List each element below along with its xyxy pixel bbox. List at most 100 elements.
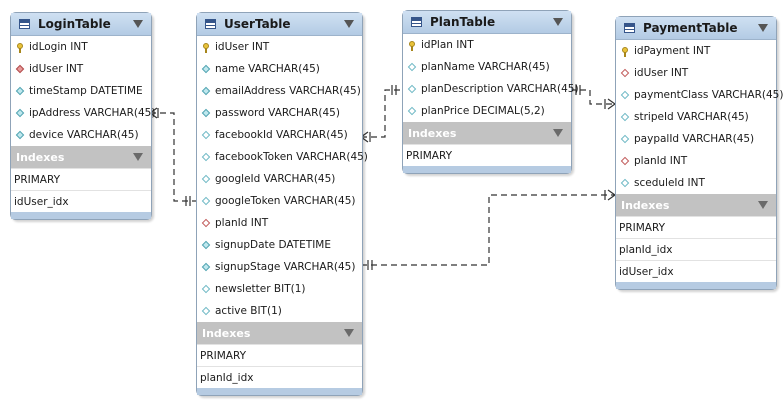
payment-table-header[interactable]: PaymentTable — [616, 17, 776, 40]
many-marker-payment-plan — [604, 98, 616, 110]
table-title: UserTable — [224, 17, 291, 31]
column-diamond-icon — [202, 109, 211, 118]
column-row: idUser INT — [616, 62, 776, 84]
column-row: signupDate DATETIME — [197, 234, 362, 256]
column-diamond-icon — [202, 263, 211, 272]
login-table-header[interactable]: LoginTable — [11, 13, 151, 36]
table-title: PlanTable — [430, 15, 496, 29]
many-marker-payment-user — [604, 189, 616, 201]
nullable-column-icon — [621, 135, 630, 144]
indexes-header[interactable]: Indexes — [11, 146, 151, 168]
column-row: device VARCHAR(45) — [11, 124, 151, 146]
column-label: paypalId VARCHAR(45) — [634, 133, 755, 145]
one-marker-plan-payment — [575, 85, 581, 95]
column-row: password VARCHAR(45) — [197, 102, 362, 124]
column-label: facebookToken VARCHAR(45) — [215, 151, 368, 163]
column-row: idLogin INT — [11, 36, 151, 58]
index-row: PRIMARY — [11, 168, 151, 190]
column-label: newsletter BIT(1) — [215, 283, 306, 295]
user-table-header[interactable]: UserTable — [197, 13, 362, 36]
collapse-arrow-icon[interactable] — [553, 129, 563, 137]
plan-table-header[interactable]: PlanTable — [403, 11, 571, 34]
column-label: timeStamp DATETIME — [29, 85, 143, 97]
column-row: planId INT — [616, 150, 776, 172]
payment-table[interactable]: PaymentTable idPayment INT idUser INT pa… — [615, 16, 783, 290]
column-row: idPayment INT — [616, 40, 776, 62]
column-label: name VARCHAR(45) — [215, 63, 320, 75]
collapse-arrow-icon[interactable] — [758, 201, 768, 209]
column-row: planId INT — [197, 212, 362, 234]
table-footer — [403, 166, 571, 173]
column-row: active BIT(1) — [197, 300, 362, 322]
primary-key-icon — [408, 40, 417, 51]
column-label: password VARCHAR(45) — [215, 107, 340, 119]
column-row: stripeId VARCHAR(45) — [616, 106, 776, 128]
collapse-arrow-icon[interactable] — [344, 329, 354, 337]
column-row: signupStage VARCHAR(45) — [197, 256, 362, 278]
indexes-header[interactable]: Indexes — [616, 194, 776, 216]
index-row: PRIMARY — [616, 216, 776, 238]
table-icon — [205, 19, 216, 29]
plan-table[interactable]: PlanTable idPlan INT planName VARCHAR(45… — [402, 10, 579, 174]
column-label: active BIT(1) — [215, 305, 282, 317]
collapse-arrow-icon[interactable] — [344, 20, 354, 28]
column-row: idPlan INT — [403, 34, 571, 56]
relation-login-user — [150, 112, 196, 202]
table-icon — [411, 17, 422, 27]
nullable-column-icon — [408, 63, 417, 72]
indexes-label: Indexes — [621, 198, 670, 212]
collapse-arrow-icon[interactable] — [553, 18, 563, 26]
column-row: googleToken VARCHAR(45) — [197, 190, 362, 212]
column-label: idPlan INT — [421, 39, 474, 51]
column-row: planName VARCHAR(45) — [403, 56, 571, 78]
column-diamond-icon — [202, 87, 211, 96]
user-table[interactable]: UserTable idUser INT name VARCHAR(45) em… — [196, 12, 368, 396]
column-row: facebookToken VARCHAR(45) — [197, 146, 368, 168]
relation-user-plan — [361, 89, 402, 138]
column-row: idUser INT — [197, 36, 362, 58]
column-row: timeStamp DATETIME — [11, 80, 151, 102]
nullable-column-icon — [202, 175, 211, 184]
column-diamond-icon — [16, 131, 25, 140]
indexes-label: Indexes — [202, 326, 251, 340]
login-table[interactable]: LoginTable idLogin INT idUser INT timeSt… — [10, 12, 155, 220]
primary-key-icon — [16, 42, 25, 53]
table-footer — [197, 388, 362, 395]
index-row: planId_idx — [197, 366, 362, 388]
column-label: planId INT — [634, 155, 688, 167]
nullable-column-icon — [202, 153, 211, 162]
column-label: idUser INT — [29, 63, 84, 75]
collapse-arrow-icon[interactable] — [133, 153, 143, 161]
column-label: planName VARCHAR(45) — [421, 61, 550, 73]
column-label: idLogin INT — [29, 41, 88, 53]
column-row: paypalId VARCHAR(45) — [616, 128, 776, 150]
nullable-column-icon — [408, 85, 417, 94]
column-row: emailAddress VARCHAR(45) — [197, 80, 362, 102]
column-label: planPrice DECIMAL(5,2) — [421, 105, 545, 117]
foreign-key-open-icon — [621, 157, 630, 166]
indexes-header[interactable]: Indexes — [197, 322, 362, 344]
indexes-label: Indexes — [16, 150, 65, 164]
foreign-key-icon — [16, 65, 25, 74]
table-title: PaymentTable — [643, 21, 738, 35]
relation-user-payment — [361, 194, 615, 266]
one-marker-user-login — [185, 196, 191, 206]
indexes-header[interactable]: Indexes — [403, 122, 571, 144]
column-label: facebookId VARCHAR(45) — [215, 129, 348, 141]
column-diamond-icon — [16, 87, 25, 96]
primary-key-icon — [621, 46, 630, 57]
index-row: idUser_idx — [11, 190, 151, 212]
collapse-arrow-icon[interactable] — [133, 20, 143, 28]
table-icon — [624, 23, 635, 33]
column-label: idUser INT — [215, 41, 270, 53]
column-label: planDescription VARCHAR(45) — [421, 83, 579, 95]
foreign-key-open-icon — [621, 69, 630, 78]
column-label: stripeId VARCHAR(45) — [634, 111, 749, 123]
column-row: googleId VARCHAR(45) — [197, 168, 362, 190]
nullable-column-icon — [408, 107, 417, 116]
column-diamond-icon — [202, 65, 211, 74]
nullable-column-icon — [202, 197, 211, 206]
column-label: sceduleId INT — [634, 177, 705, 189]
collapse-arrow-icon[interactable] — [758, 24, 768, 32]
